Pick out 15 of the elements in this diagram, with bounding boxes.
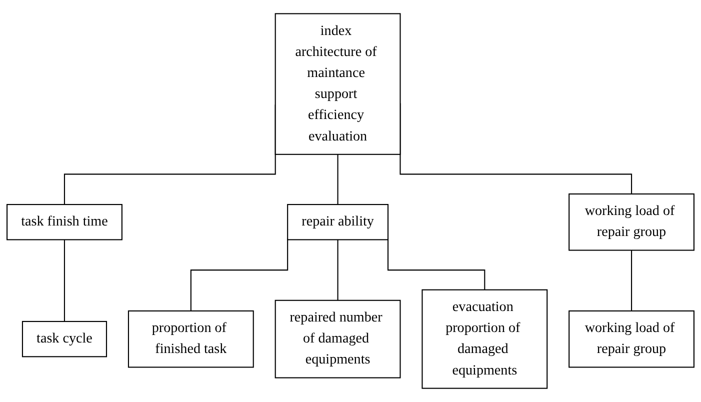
connector [64,240,66,322]
node-box: repaired number of damaged equipments [274,300,401,378]
connector [190,238,288,312]
connector [387,238,486,290]
node-box: evacuation proportion of damaged equipments [422,289,548,389]
connector [337,154,338,206]
node-box: proportion of finished task [128,310,254,368]
node-box: index architecture of maintance support efficiency evaluation [274,13,401,155]
node-box: working load of repair group [568,310,694,368]
node-box: task cycle [22,320,108,358]
node-box: repair ability [287,204,389,240]
connector [631,250,632,312]
node-box: working load of repair group [568,193,694,251]
node-box: task finish time [6,204,122,240]
connector [337,240,338,301]
